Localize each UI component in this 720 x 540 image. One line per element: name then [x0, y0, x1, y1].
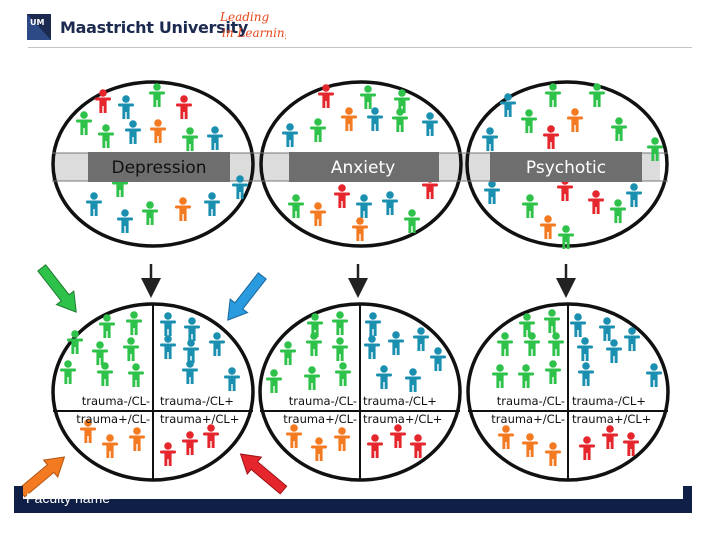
bottom-circle-depression — [53, 304, 253, 480]
quad-label-dep-bl: trauma+/CL- — [76, 412, 150, 426]
quad-label-psy-tl: trauma-/CL- — [497, 394, 565, 408]
label-anxiety-text: Anxiety — [331, 158, 395, 178]
red-arrow-icon — [233, 446, 290, 499]
quad-label-psy-bl: trauma+/CL- — [491, 412, 565, 426]
people-bottom-depression — [60, 311, 240, 466]
quad-label-anx-bl: trauma+/CL- — [283, 412, 357, 426]
quad-label-psy-br: trauma+/CL+ — [572, 412, 651, 426]
quad-label-dep-tl: trauma-/CL- — [82, 394, 150, 408]
label-depression: Depression — [88, 152, 230, 182]
people-bottom-psychotic — [492, 309, 662, 466]
quad-label-dep-br: trauma+/CL+ — [160, 412, 239, 426]
faculty-name: Faculty name — [26, 490, 110, 506]
bottom-circle-psychotic — [468, 304, 668, 480]
quad-label-psy-tr: trauma-/CL+ — [572, 394, 646, 408]
quad-label-anx-tr: trauma-/CL+ — [363, 394, 437, 408]
blue-arrow-icon — [219, 269, 271, 327]
label-psychotic: Psychotic — [490, 152, 642, 182]
label-psychotic-text: Psychotic — [526, 158, 606, 178]
label-anxiety: Anxiety — [289, 152, 439, 182]
quad-label-dep-tr: trauma-/CL+ — [160, 394, 234, 408]
footer-right-accent — [683, 486, 692, 513]
bottom-circle-anxiety — [260, 304, 460, 480]
label-depression-text: Depression — [111, 158, 206, 178]
quad-label-anx-tl: trauma-/CL- — [289, 394, 357, 408]
people-bottom-anxiety — [266, 311, 446, 461]
green-arrow-icon — [33, 261, 85, 319]
footer-bar — [14, 499, 692, 513]
quad-label-anx-br: trauma+/CL+ — [363, 412, 442, 426]
